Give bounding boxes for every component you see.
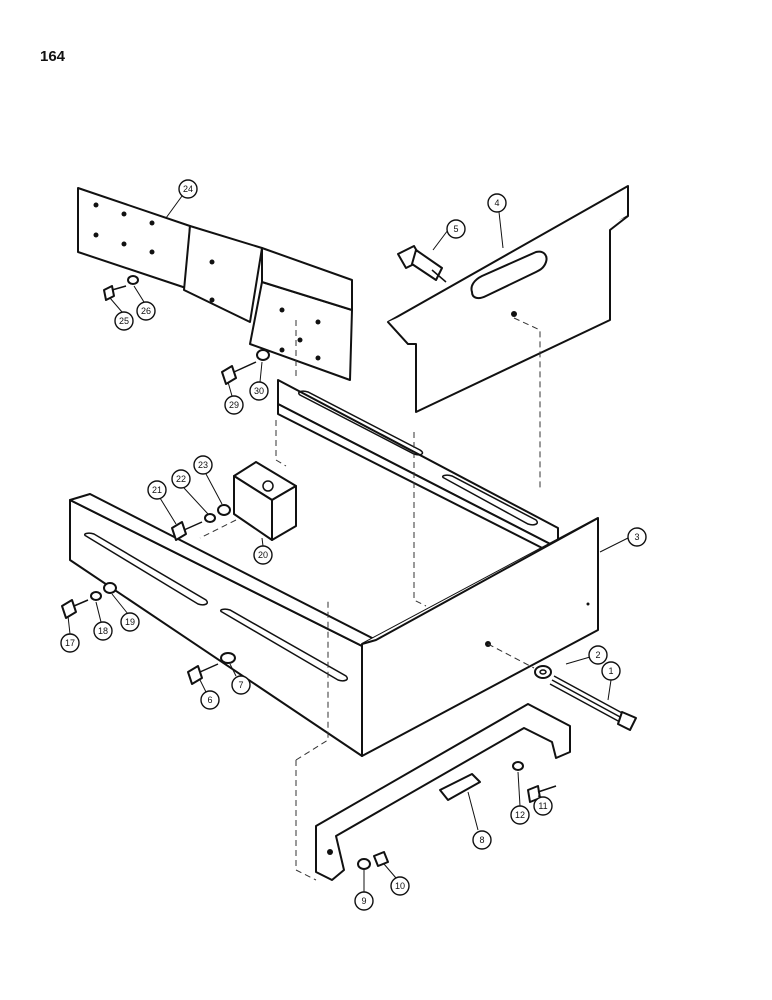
callout-18: 18 [93,621,113,641]
callouts: 1 2 3 4 5 6 7 8 9 10 11 12 17 1 [60,179,647,911]
svg-text:30: 30 [254,386,264,396]
callout-7: 7 [231,675,251,695]
svg-text:18: 18 [98,626,108,636]
callout-29: 29 [224,395,244,415]
callout-19: 19 [120,612,140,632]
svg-text:1: 1 [608,666,613,676]
svg-text:17: 17 [65,638,75,648]
callout-10: 10 [390,876,410,896]
svg-text:3: 3 [634,532,639,542]
page-number: 164 [40,48,66,65]
callout-20: 20 [253,545,273,565]
svg-text:10: 10 [395,881,405,891]
callout-23: 23 [193,455,213,475]
svg-text:4: 4 [494,198,499,208]
callout-30: 30 [249,381,269,401]
block-20 [233,461,297,541]
alignment-lines [199,317,541,881]
svg-text:26: 26 [141,306,151,316]
bolt-5 [397,245,447,283]
callout-3: 3 [627,527,647,547]
plate-assembly-24 [77,187,353,381]
svg-text:5: 5 [453,224,458,234]
svg-text:8: 8 [479,835,484,845]
callout-21: 21 [147,480,167,500]
svg-text:2: 2 [595,650,600,660]
callout-25: 25 [114,311,134,331]
callout-5: 5 [446,219,466,239]
callout-22: 22 [171,469,191,489]
callout-17: 17 [60,633,80,653]
callout-26: 26 [136,301,156,321]
svg-text:24: 24 [183,184,193,194]
svg-text:29: 29 [229,400,239,410]
svg-text:22: 22 [176,474,186,484]
svg-text:6: 6 [207,695,212,705]
callout-12: 12 [510,805,530,825]
svg-text:21: 21 [152,485,162,495]
callout-8: 8 [472,830,492,850]
bracket-8 [315,703,571,881]
svg-text:12: 12 [515,810,525,820]
callout-6: 6 [200,690,220,710]
callout-4: 4 [487,193,507,213]
svg-text:9: 9 [361,896,366,906]
frame-3 [69,379,599,757]
svg-text:7: 7 [238,680,243,690]
svg-text:19: 19 [125,617,135,627]
upright-plate-4 [387,185,629,413]
svg-text:23: 23 [198,460,208,470]
callout-1: 1 [601,661,621,681]
callout-11: 11 [533,796,553,816]
hardware [61,275,637,870]
svg-text:20: 20 [258,550,268,560]
svg-text:11: 11 [538,801,547,811]
callout-2: 2 [588,645,608,665]
svg-text:25: 25 [119,316,129,326]
callout-9: 9 [354,891,374,911]
callout-24: 24 [178,179,198,199]
